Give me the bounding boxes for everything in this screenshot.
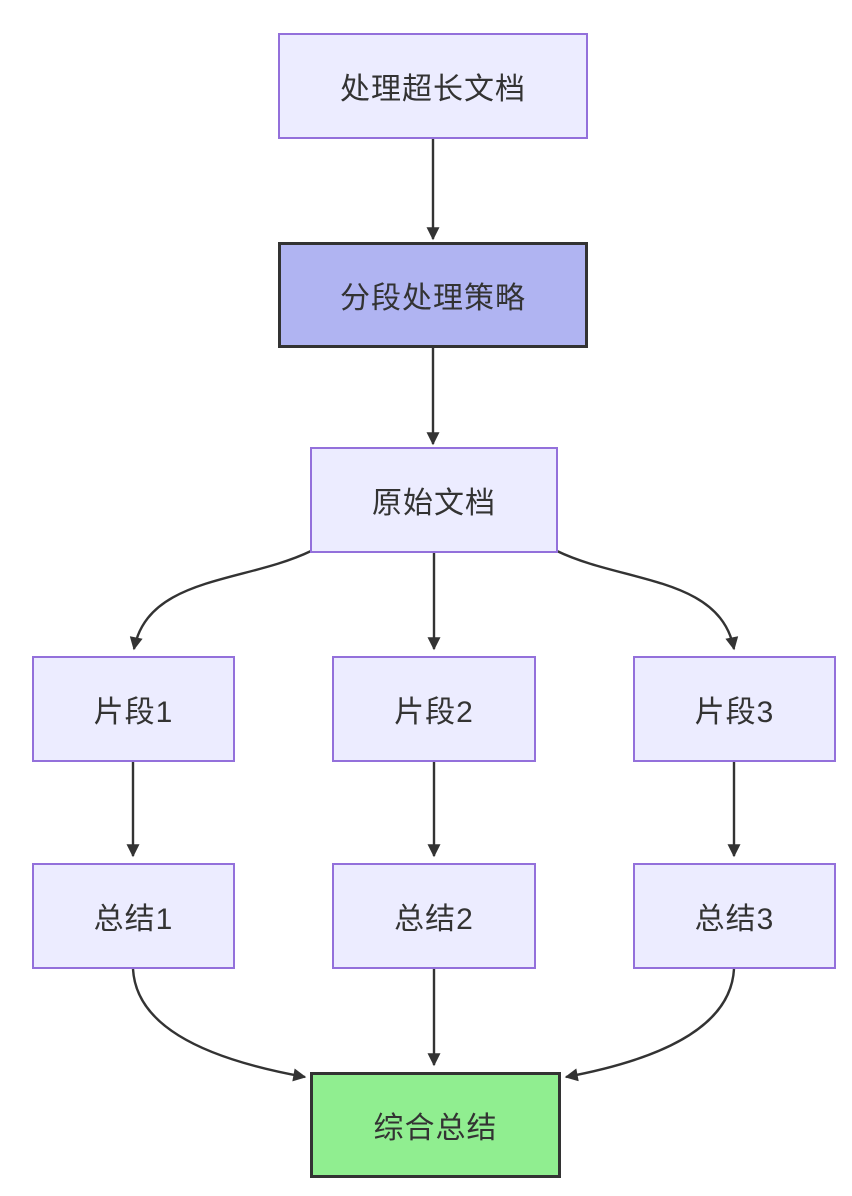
- node-final-summary: 综合总结: [310, 1072, 561, 1178]
- node-summary-3: 总结3: [633, 863, 836, 969]
- node-fragment-3-label: 片段3: [694, 696, 775, 729]
- node-summary-1: 总结1: [32, 863, 235, 969]
- node-process-long-doc: 处理超长文档: [278, 33, 588, 139]
- edge-original-to-fragment1: [129, 549, 312, 651]
- node-fragment-2: 片段2: [332, 656, 536, 762]
- node-segmentation-strategy: 分段处理策略: [278, 242, 588, 348]
- node-fragment-2-label: 片段2: [394, 696, 474, 729]
- node-fragment-3: 片段3: [633, 656, 836, 762]
- node-segmentation-strategy-label: 分段处理策略: [340, 282, 526, 315]
- node-summary-2-label: 总结2: [394, 903, 474, 936]
- node-original-doc-label: 原始文档: [372, 487, 496, 520]
- node-original-doc: 原始文档: [310, 447, 558, 553]
- edge-summary3-to-final: [564, 968, 736, 1082]
- edge-summary1-to-final: [131, 968, 307, 1082]
- node-fragment-1-label: 片段1: [93, 696, 174, 729]
- node-summary-1-label: 总结1: [93, 903, 174, 936]
- node-summary-2: 总结2: [332, 863, 536, 969]
- edge-original-to-fragment3: [556, 549, 739, 651]
- node-summary-3-label: 总结3: [694, 903, 775, 936]
- node-final-summary-label: 综合总结: [373, 1112, 498, 1145]
- node-process-long-doc-label: 处理超长文档: [340, 73, 526, 106]
- node-fragment-1: 片段1: [32, 656, 235, 762]
